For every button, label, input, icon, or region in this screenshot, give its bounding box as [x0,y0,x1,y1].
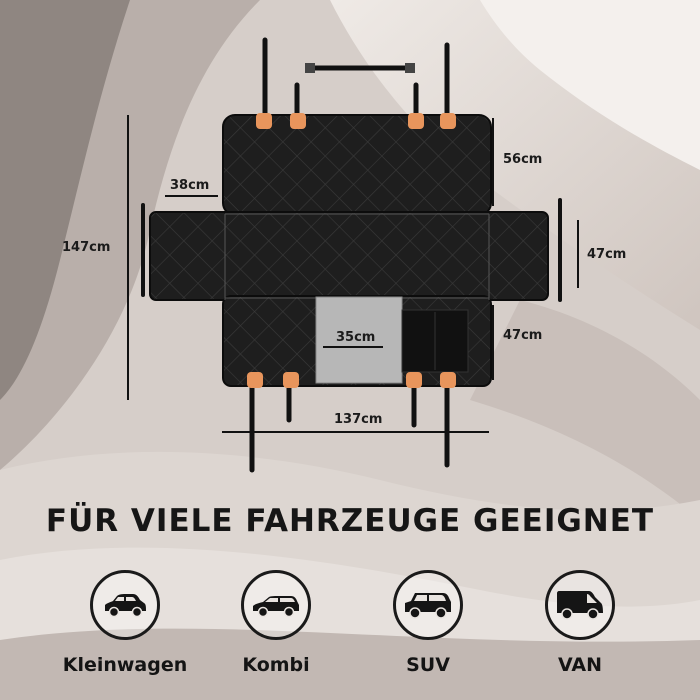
top-straps [262,37,450,121]
vehicle-suv: SUV [358,570,498,676]
dimension-bottom-height: 47cm [503,328,543,343]
van-icon [557,591,603,620]
dimension-lines [127,115,579,433]
dimension-pocket-width: 35cm [336,330,376,345]
station-wagon-icon [253,596,299,618]
dimension-side-flap-height: 47cm [587,247,627,262]
suv-icon [405,593,451,619]
bottom-straps [249,382,450,473]
dimension-total-height: 147cm [62,240,111,255]
vehicle-label-kleinwagen: Kleinwagen [62,654,188,676]
vehicle-label-van: VAN [557,654,603,676]
small-car-icon [105,594,146,618]
strap-tabs [247,113,456,388]
dimension-total-width: 137cm [334,412,383,427]
dimension-side-flap-width: 38cm [170,178,210,193]
vehicle-van: VAN [510,570,650,676]
vehicle-kombi: Kombi [206,570,346,676]
vehicle-label-kombi: Kombi [242,654,310,676]
dimension-top-height: 56cm [503,152,543,167]
vehicle-kleinwagen: Kleinwagen [55,570,195,676]
headline: FÜR VIELE FAHRZEUGE GEEIGNET [45,503,655,539]
side-straps [141,198,562,302]
vehicle-label-suv: SUV [406,654,450,676]
